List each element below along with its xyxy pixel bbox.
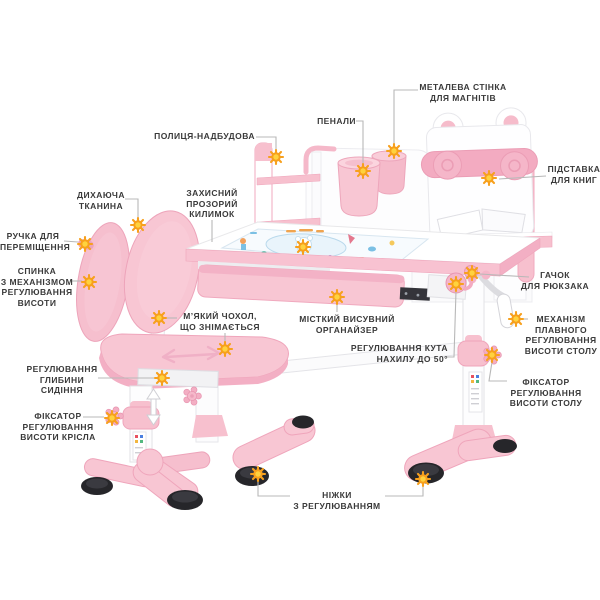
label-shelf-addon: ПОЛИЦЯ-НАДБУДОВА xyxy=(154,131,255,141)
marker-breathable-fabric xyxy=(129,216,147,234)
label-removable-soft-cover: М’ЯКИЙ ЧОХОЛ, ЩО ЗНІМАЄТЬСЯ xyxy=(180,311,260,332)
chair-base xyxy=(81,448,211,510)
label-desk-height-lock: ФІКСАТОР РЕГУЛЮВАННЯ ВИСОТИ СТОЛУ xyxy=(509,377,583,409)
marker-carry-handle xyxy=(76,235,94,253)
marker-foot-right xyxy=(414,470,432,488)
marker-protective-mat xyxy=(294,238,312,256)
marker-soft-cover-back xyxy=(150,309,168,327)
connector-lines xyxy=(63,89,547,497)
marker-tilt xyxy=(447,275,465,293)
chair-backrest xyxy=(76,210,200,368)
label-carry-handle: РУЧКА ДЛЯ ПЕРЕМІЩЕННЯ xyxy=(0,231,71,252)
label-adjustable-feet: НІЖКИ З РЕГУЛЮВАННЯМ xyxy=(293,490,381,511)
marker-desk-clamp xyxy=(483,346,501,364)
label-metal-magnet-wall: МЕТАЛЕВА СТІНКА ДЛЯ МАГНІТІВ xyxy=(419,82,507,103)
marker-pencil-cups xyxy=(354,162,372,180)
marker-hook xyxy=(463,264,481,282)
marker-foot-left xyxy=(249,465,267,483)
label-backpack-hook: ГАЧОК ДЛЯ РЮКЗАКА xyxy=(520,270,590,291)
label-chair-height-lock: ФІКСАТОР РЕГУЛЮВАННЯ ВИСОТИ КРІСЛА xyxy=(20,411,96,443)
marker-book-stand xyxy=(480,169,498,187)
chair xyxy=(81,333,289,510)
label-book-stand: ПІДСТАВКА ДЛЯ КНИГ xyxy=(547,164,600,185)
desk-left-foot xyxy=(192,415,316,486)
marker-shelf xyxy=(267,148,285,166)
label-backrest-mechanism: СПИНКА З МЕХАНІЗМОМ РЕГУЛЮВАННЯ ВИСОТИ xyxy=(0,266,74,308)
drawer-organizer xyxy=(197,264,405,308)
up-down-arrow-icon xyxy=(146,388,161,426)
marker-seat-depth xyxy=(153,369,171,387)
marker-chair-clamp xyxy=(103,409,121,427)
label-protective-mat: ЗАХИСНИЙ ПРОЗОРИЙ КИЛИМОК xyxy=(186,188,238,220)
desk-height-clamp xyxy=(457,340,490,367)
seat-slide-arrow-icon xyxy=(161,345,221,364)
marker-magnet-wall xyxy=(385,142,403,160)
marker-backrest-mechanism xyxy=(80,273,98,291)
drawer-slide-rail xyxy=(399,287,431,301)
label-drawer-organizer: МІСТКИЙ ВИСУВНИЙ ОРГАНАЙЗЕР xyxy=(299,314,395,335)
label-pencil-cases: ПЕНАЛИ xyxy=(317,116,356,126)
marker-soft-cover-seat xyxy=(216,340,234,358)
desk-right-foot xyxy=(404,425,517,484)
book-stand xyxy=(420,107,538,240)
label-tilt-adjustment: РЕГУЛЮВАННЯ КУТА НАХИЛУ ДО 50° xyxy=(350,343,448,364)
label-smooth-height-mech: МЕХАНІЗМ ПЛАВНОГО РЕГУЛЮВАННЯ ВИСОТИ СТО… xyxy=(524,314,598,356)
label-seat-depth: РЕГУЛЮВАННЯ ГЛИБИНИ СИДІННЯ xyxy=(26,364,98,396)
label-breathable-fabric: ДИХАЮЧА ТКАНИНА xyxy=(77,190,125,211)
marker-drawer xyxy=(328,288,346,306)
height-scale-sticker xyxy=(468,371,483,413)
